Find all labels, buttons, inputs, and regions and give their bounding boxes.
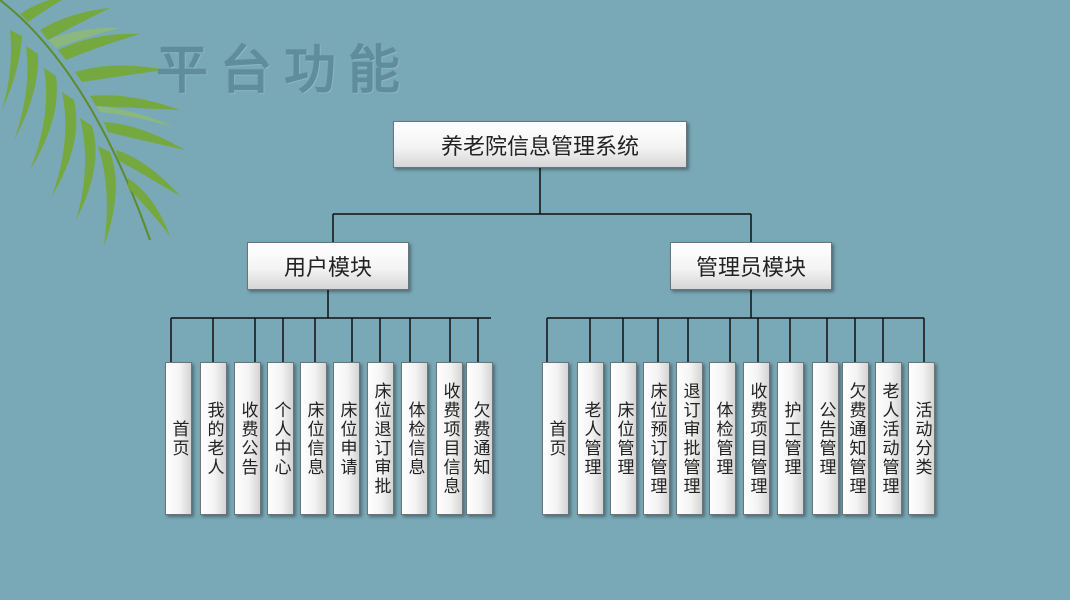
user-leaf-label: 收费公告	[237, 400, 258, 477]
user-leaf-node: 首页	[165, 362, 192, 515]
admin-module-node: 管理员模块	[670, 242, 832, 290]
user-leaf-node: 床位退订审批	[367, 362, 394, 515]
admin-leaf-label: 老人管理	[580, 400, 601, 477]
admin-leaf-node: 活动分类	[908, 362, 935, 515]
admin-leaf-node: 退订审批管理	[676, 362, 703, 515]
user-leaf-node: 体检信息	[401, 362, 428, 515]
admin-leaf-label: 欠费通知管理	[845, 381, 866, 496]
admin-leaf-node: 老人活动管理	[875, 362, 902, 515]
admin-leaf-label: 活动分类	[911, 400, 932, 477]
user-leaf-node: 我的老人	[200, 362, 227, 515]
admin-leaf-label: 老人活动管理	[878, 381, 899, 496]
admin-module-label: 管理员模块	[695, 256, 806, 281]
admin-leaf-node: 收费项目管理	[743, 362, 770, 515]
user-leaf-node: 收费项目信息	[436, 362, 463, 515]
admin-leaf-node: 首页	[542, 362, 569, 515]
admin-leaf-node: 床位预订管理	[643, 362, 670, 515]
user-leaf-node: 欠费通知	[466, 362, 493, 515]
user-module-node: 用户模块	[247, 242, 409, 290]
user-leaf-label: 个人中心	[270, 400, 291, 477]
admin-leaf-label: 公告管理	[815, 400, 836, 477]
user-leaf-label: 床位退订审批	[370, 381, 391, 496]
admin-leaf-label: 护工管理	[780, 400, 801, 477]
admin-leaf-label: 首页	[545, 419, 566, 458]
user-leaf-label: 体检信息	[404, 400, 425, 477]
user-leaf-label: 床位申请	[336, 400, 357, 477]
user-leaf-label: 我的老人	[203, 400, 224, 477]
admin-leaf-node: 体检管理	[709, 362, 736, 515]
admin-leaf-node: 公告管理	[812, 362, 839, 515]
admin-leaf-node: 老人管理	[577, 362, 604, 515]
user-module-label: 用户模块	[283, 256, 372, 281]
admin-leaf-label: 收费项目管理	[746, 381, 767, 496]
user-leaf-node: 个人中心	[267, 362, 294, 515]
palm-leaf-decoration	[0, 0, 185, 246]
root-node-label: 养老院信息管理系统	[440, 134, 639, 160]
user-leaf-node: 收费公告	[234, 362, 261, 515]
user-leaf-label: 床位信息	[303, 400, 324, 477]
user-leaf-node: 床位申请	[333, 362, 360, 515]
admin-leaf-label: 床位预订管理	[646, 381, 667, 496]
page-title: 平台功能	[156, 41, 413, 101]
admin-leaf-node: 护工管理	[777, 362, 804, 515]
user-leaf-label: 收费项目信息	[439, 381, 460, 496]
admin-leaf-node: 床位管理	[610, 362, 637, 515]
admin-leaf-label: 体检管理	[712, 400, 733, 477]
user-leaf-label: 欠费通知	[469, 400, 490, 477]
admin-leaf-label: 床位管理	[613, 400, 634, 477]
admin-leaf-node: 欠费通知管理	[842, 362, 869, 515]
root-node: 养老院信息管理系统	[393, 121, 687, 168]
user-leaf-node: 床位信息	[300, 362, 327, 515]
admin-leaf-label: 退订审批管理	[679, 381, 700, 496]
user-leaf-label: 首页	[168, 419, 189, 458]
